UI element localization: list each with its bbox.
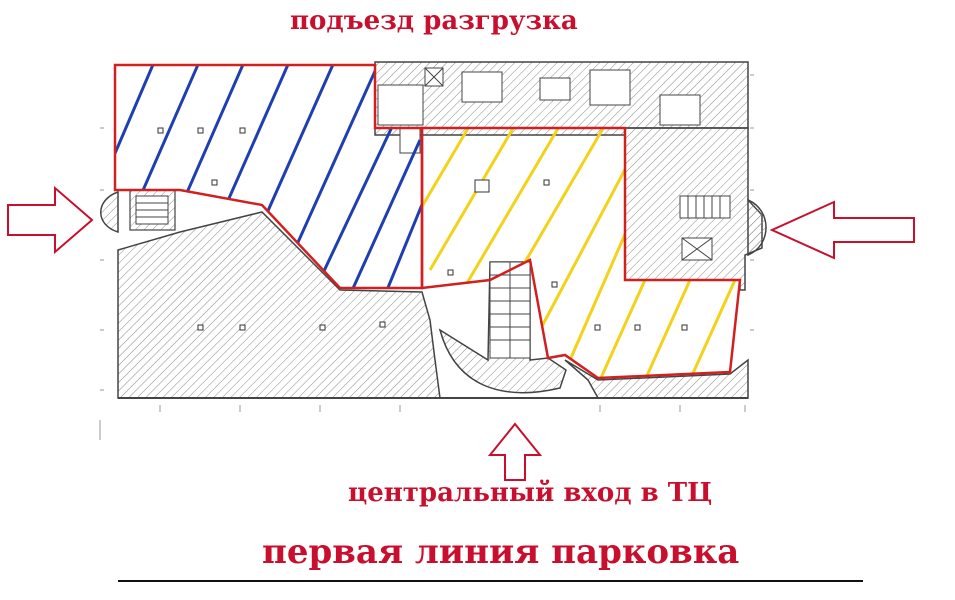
right-entrance-arrow [769, 200, 915, 260]
top-service-rooms [377, 67, 701, 154]
parking-label: первая линия парковка [262, 532, 740, 572]
left-entrance-arrow [7, 185, 94, 255]
unloading-entrance-label: подъезд разгрузка [290, 6, 578, 36]
structural-columns [157, 127, 688, 331]
central-entrance-label: центральный вход в ТЦ [348, 478, 713, 508]
divider [118, 580, 863, 582]
right-staircase [679, 195, 731, 261]
yellow-zone [420, 126, 742, 380]
grid-ticks [99, 74, 754, 440]
left-staircase [135, 195, 169, 225]
central-entrance-arrow [487, 422, 543, 481]
